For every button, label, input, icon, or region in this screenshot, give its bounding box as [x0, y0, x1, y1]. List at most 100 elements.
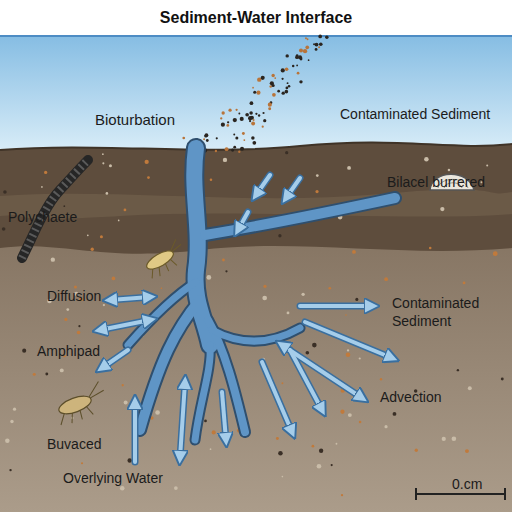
particle [457, 369, 459, 371]
particle [278, 234, 281, 237]
particle [64, 318, 67, 321]
particle [272, 84, 275, 87]
arrows [100, 175, 392, 462]
arrow-outline [286, 178, 300, 198]
particle [263, 285, 266, 288]
particle [272, 93, 276, 97]
particle [210, 448, 212, 450]
particle [299, 80, 302, 83]
particle [384, 425, 387, 428]
particle [285, 90, 289, 94]
particle [298, 55, 302, 59]
particle [206, 139, 209, 142]
particle [77, 331, 81, 335]
arrow-outline [305, 322, 392, 358]
particle [33, 373, 36, 376]
particle [87, 234, 89, 236]
particle [274, 77, 276, 79]
particle [308, 59, 310, 61]
antenna [166, 239, 180, 251]
particle [227, 121, 229, 123]
amphipod-legs [51, 381, 110, 427]
particle [312, 445, 315, 448]
burrow [205, 198, 395, 235]
particle [305, 37, 307, 39]
part-label: Contaminated Sediment [392, 294, 502, 330]
particle [235, 137, 238, 140]
particle [252, 141, 256, 145]
particle [207, 275, 212, 280]
particle [226, 124, 229, 127]
particle [317, 464, 322, 469]
particle [210, 179, 213, 182]
particle [124, 209, 127, 212]
particle [251, 136, 255, 140]
particle [345, 314, 347, 316]
arrow [290, 350, 322, 410]
particle [318, 46, 320, 48]
particle [205, 133, 209, 137]
particle [155, 410, 160, 415]
arrow [282, 345, 362, 398]
particle [225, 270, 227, 272]
particle [315, 48, 318, 51]
arrow [256, 175, 270, 195]
particle [307, 38, 309, 40]
particle [305, 45, 309, 49]
particle [204, 134, 207, 137]
arrow-outline [110, 297, 150, 300]
particle [318, 35, 322, 39]
particle [316, 174, 319, 177]
particle [2, 227, 6, 231]
particle [233, 118, 237, 122]
particle [440, 207, 444, 211]
particle [51, 258, 55, 262]
particle [66, 308, 69, 311]
particle [13, 408, 16, 411]
particle [303, 49, 307, 53]
particle [285, 67, 289, 71]
burrow [128, 282, 196, 345]
particle [245, 113, 249, 117]
particle [258, 114, 260, 116]
particle [415, 449, 418, 452]
particle [261, 76, 265, 80]
part-label: Buvaced [47, 435, 101, 453]
diagram-title: Sediment-Water Interface [0, 9, 512, 27]
particle [253, 91, 256, 94]
particle [44, 171, 47, 174]
water-surface [0, 35, 512, 37]
arrow-outline [282, 345, 362, 398]
particle [22, 349, 26, 353]
particle [285, 151, 288, 154]
particle [282, 91, 285, 94]
burrow-outline [205, 198, 395, 235]
arrow-outline [256, 175, 270, 195]
particle [319, 449, 323, 453]
burrow-outline [194, 148, 210, 345]
particle [231, 148, 234, 151]
particle [9, 469, 11, 471]
particle [276, 437, 279, 440]
particle [287, 82, 289, 84]
part-label: Diffusion [47, 287, 101, 305]
particle [103, 304, 105, 306]
surface-sediment-layer [0, 142, 512, 253]
water-body [0, 36, 512, 152]
particle [102, 162, 104, 164]
particle [106, 192, 109, 195]
arrow-outline [238, 212, 248, 230]
particle [74, 285, 77, 288]
particle [147, 176, 150, 179]
particle [255, 113, 257, 115]
particle [235, 109, 237, 111]
particle [286, 54, 289, 57]
particle [463, 282, 466, 285]
particle [238, 151, 240, 153]
particle [81, 462, 83, 464]
particle [313, 43, 315, 45]
particle [262, 296, 267, 301]
particle [299, 49, 303, 53]
